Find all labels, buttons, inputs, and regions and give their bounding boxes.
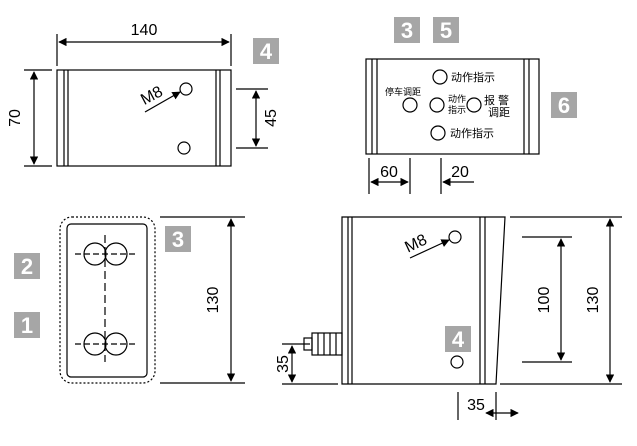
callout-3-box <box>394 17 420 43</box>
dim-140-label: 140 <box>131 22 158 39</box>
front-outer-dotted <box>59 216 156 384</box>
side-callout-4-box <box>445 326 471 352</box>
dim-45-label: 45 <box>263 109 280 127</box>
front-callout-3-box <box>165 226 191 252</box>
side-dim-130-label: 130 <box>585 287 602 314</box>
callout-2-box <box>14 253 40 279</box>
alarm-adjust-line2: 调距 <box>488 106 510 119</box>
cable-connector <box>303 332 343 356</box>
top-view <box>24 34 268 167</box>
callout-6-label: 6 <box>558 93 570 118</box>
side-hole-bottom <box>450 355 464 369</box>
front-dim-130-label: 130 <box>205 287 222 314</box>
front-body <box>66 223 148 378</box>
side-view <box>282 216 622 420</box>
bolt-leader <box>144 91 181 113</box>
stop-adjust-knob <box>402 97 418 113</box>
callout-5-label: 5 <box>440 18 452 43</box>
action-indicator-mid-line1: 动作 <box>448 93 466 104</box>
top-view-body <box>56 69 232 167</box>
indicator-mid-lamp <box>429 97 445 113</box>
stop-adjust-label: 停车调距 <box>385 86 421 97</box>
front-callout-3-label: 3 <box>172 227 184 252</box>
side-dim-100-label: 100 <box>536 287 553 314</box>
indicator-top-lamp <box>432 69 448 85</box>
alarm-adjust-knob <box>466 97 482 113</box>
callout-5-box <box>433 17 459 43</box>
indicator-bottom-lamp <box>430 125 446 141</box>
callout-4-box <box>253 38 279 64</box>
dim-20-label: 20 <box>451 164 469 181</box>
mount-hole-top <box>179 82 193 96</box>
callout-1-box <box>14 312 40 338</box>
side-bolt-m8-label: M8 <box>402 231 429 256</box>
action-indicator-top-label: 动作指示 <box>451 70 495 84</box>
mount-hole-bottom <box>177 141 191 155</box>
side-dim-35h-label: 35 <box>467 397 485 414</box>
side-callout-4-label: 4 <box>452 327 465 352</box>
front-view <box>59 216 245 384</box>
callout-6-box <box>551 92 577 118</box>
panel-body <box>365 58 540 155</box>
callout-4-label: 4 <box>260 39 273 64</box>
callout-3-label: 3 <box>401 18 413 43</box>
alarm-adjust-line1: 报 警 <box>484 93 509 107</box>
callout-2-label: 2 <box>21 254 33 279</box>
side-bolt-leader <box>409 239 450 259</box>
side-body <box>341 216 506 385</box>
side-hole-top <box>448 230 462 244</box>
dim-60-label: 60 <box>380 164 398 181</box>
panel-view <box>365 58 540 194</box>
action-indicator-mid-line2: 指示 <box>448 104 466 115</box>
bolt-m8-label: M8 <box>138 83 166 108</box>
side-dim-35v-label: 35 <box>275 355 292 373</box>
dim-70-label: 70 <box>7 109 24 127</box>
action-indicator-bottom-label: 动作指示 <box>450 126 494 140</box>
callout-1-label: 1 <box>21 313 33 338</box>
